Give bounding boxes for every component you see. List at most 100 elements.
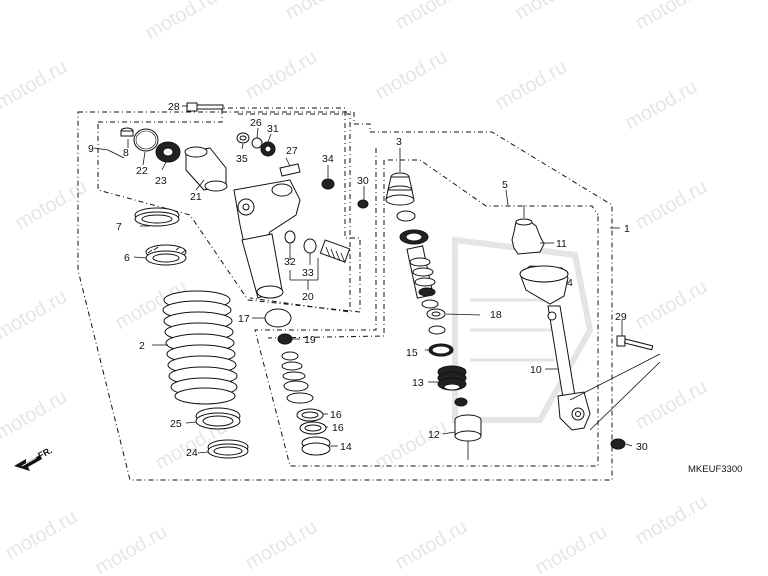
watermark: motod.ru	[622, 76, 701, 135]
callout-28: 28	[168, 101, 180, 113]
callout-32: 32	[284, 256, 296, 268]
rod-seal-stack[interactable]	[399, 229, 439, 309]
frame-rod	[254, 148, 599, 467]
o-ring-17[interactable]	[264, 308, 292, 328]
callout-23: 23	[155, 175, 167, 187]
watermark: motod.ru	[242, 46, 321, 105]
bump-stop-3[interactable]	[385, 172, 416, 222]
watermark: motod.ru	[0, 56, 71, 115]
washer-16a[interactable]	[296, 408, 324, 422]
callout-16b: 16	[332, 422, 344, 434]
bushing-18[interactable]	[426, 308, 446, 320]
watermark: motod.ru	[392, 0, 471, 34]
callout-30a: 30	[357, 175, 369, 187]
bushing-23[interactable]	[155, 141, 181, 163]
callout-26: 26	[250, 117, 262, 129]
callout-2: 2	[139, 340, 145, 352]
watermark: motod.ru	[142, 0, 221, 44]
callout-25: 25	[170, 418, 182, 430]
leader-lines	[93, 105, 661, 454]
nut-30-lower[interactable]	[610, 438, 626, 450]
seat-ring-7[interactable]	[134, 207, 180, 227]
washer-33[interactable]	[303, 238, 317, 254]
adjuster-20[interactable]	[319, 239, 351, 264]
callout-22: 22	[136, 165, 148, 177]
cap-19[interactable]	[277, 333, 293, 345]
callout-24: 24	[186, 447, 198, 459]
callout-17: 17	[238, 313, 250, 325]
frame-reservoir	[238, 113, 351, 313]
spring-guide-24[interactable]	[207, 439, 249, 459]
piston-13[interactable]	[437, 365, 467, 391]
frame-damper	[97, 107, 361, 313]
watermark: motod.ru	[632, 176, 711, 235]
watermark: motod.ru	[2, 506, 81, 565]
washer-mid[interactable]	[428, 325, 446, 335]
oil-seal-8[interactable]	[120, 127, 134, 137]
washer-35[interactable]	[236, 132, 250, 144]
watermark: motod.ru	[0, 286, 71, 345]
watermark: motod.ru	[282, 0, 361, 24]
boot-4[interactable]	[519, 265, 569, 305]
callout-31: 31	[267, 123, 279, 135]
label-27[interactable]	[279, 163, 301, 177]
watermark: motod.ru	[392, 516, 471, 575]
callout-30b: 30	[636, 441, 648, 453]
nut-30-upper[interactable]	[357, 199, 369, 209]
bolt-29[interactable]	[616, 335, 654, 351]
dust-boot-11[interactable]	[511, 218, 545, 255]
callout-34: 34	[322, 153, 334, 165]
callout-1: 1	[624, 223, 630, 235]
washer-16b[interactable]	[299, 421, 327, 435]
callout-9: 9	[88, 143, 94, 155]
watermark-layer: motod.ru motod.ru motod.ru motod.ru moto…	[0, 0, 711, 576]
callout-4: 4	[567, 277, 573, 289]
watermark: motod.ru	[632, 376, 711, 435]
callout-16a: 16	[330, 409, 342, 421]
callout-15: 15	[406, 347, 418, 359]
damper-body[interactable]	[233, 179, 301, 299]
callout-20: 20	[302, 291, 314, 303]
spring-seat-25[interactable]	[195, 407, 241, 430]
watermark: motod.ru	[532, 521, 611, 576]
callout-19: 19	[304, 334, 316, 346]
callout-14: 14	[340, 441, 352, 453]
coil-spring-2[interactable]	[162, 290, 238, 405]
group-frames	[77, 107, 613, 481]
watermark: motod.ru	[492, 56, 571, 115]
collar-14[interactable]	[301, 436, 331, 456]
watermark: motod.ru	[372, 46, 451, 105]
watermark: motod.ru	[632, 0, 711, 34]
lock-nut-6[interactable]	[145, 244, 187, 266]
callout-6: 6	[124, 252, 130, 264]
bottom-cap-12[interactable]	[454, 414, 482, 460]
front-arrow-label: FR.	[36, 445, 53, 461]
callout-12: 12	[428, 429, 440, 441]
o-ring-26[interactable]	[251, 137, 263, 149]
spacer-12-top[interactable]	[454, 397, 468, 407]
watermark: motod.ru	[632, 276, 711, 335]
o-ring-32[interactable]	[284, 230, 296, 244]
cap-31[interactable]	[260, 141, 276, 157]
bolt-28[interactable]	[186, 102, 224, 112]
circlip-22[interactable]	[133, 128, 159, 152]
watermark: motod.ru	[92, 521, 171, 576]
watermark: motod.ru	[242, 516, 321, 575]
frame-link	[388, 159, 599, 216]
lower-clevis[interactable]	[557, 391, 591, 431]
callout-labels: 1 2 3 4 5 6 7 8 9 10 11 12 13 14 15 16 1…	[88, 101, 648, 459]
watermark: motod.ru	[0, 386, 71, 445]
nut-34[interactable]	[321, 178, 335, 190]
callout-10: 10	[530, 364, 542, 376]
callout-18: 18	[490, 309, 502, 321]
bump-rubber-21[interactable]	[184, 146, 228, 192]
diagram-code: MKEUF3300	[688, 464, 742, 475]
rod-10[interactable]	[547, 305, 577, 405]
bump-rubber-stack[interactable]	[281, 351, 314, 404]
callout-13: 13	[412, 377, 424, 389]
watermark: motod.ru	[12, 176, 91, 235]
o-ring-15[interactable]	[428, 343, 454, 357]
frame-shock-assembly	[77, 111, 613, 481]
callout-5: 5	[502, 179, 508, 191]
